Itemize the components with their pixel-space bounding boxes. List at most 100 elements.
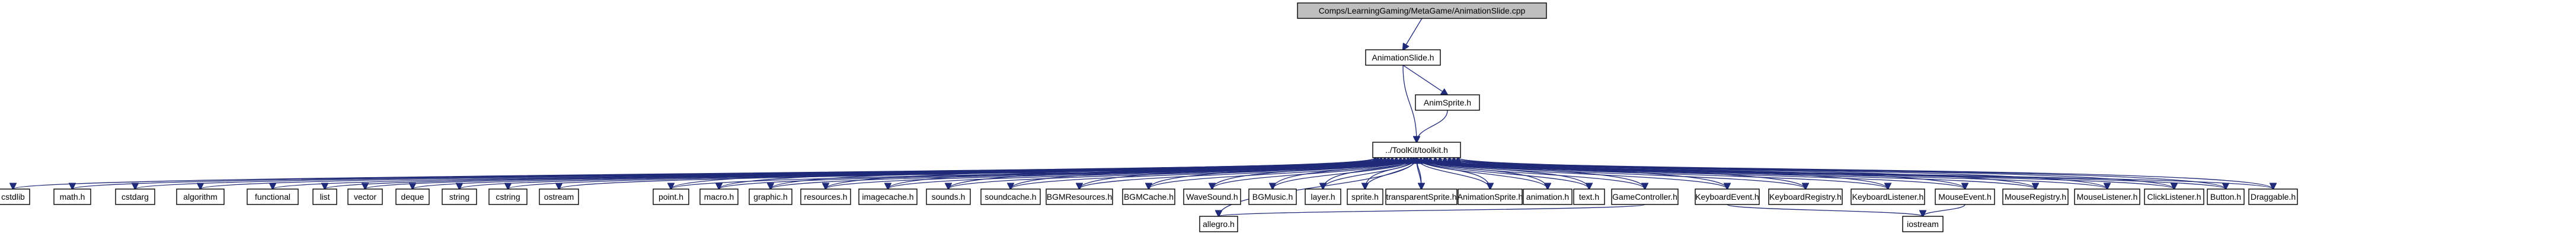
node-box <box>176 188 225 205</box>
node-text-h[interactable]: text.h <box>1573 188 1605 205</box>
node-list: list <box>312 188 337 205</box>
node-soundcache-h[interactable]: soundcache.h <box>980 188 1041 205</box>
node-label: sounds.h <box>932 192 966 202</box>
node-label: KeyboardListener.h <box>1852 192 1924 202</box>
node-root[interactable]: Comps/LearningGaming/MetaGame/AnimationS… <box>1297 2 1547 19</box>
node-button-h[interactable]: Button.h <box>2207 188 2245 205</box>
edge-sounds_h-to-toolkit <box>948 158 1389 190</box>
node-mouseevent-h[interactable]: MouseEvent.h <box>1935 188 1995 205</box>
node-ostream: ostream <box>539 188 579 205</box>
node-layer-h[interactable]: layer.h <box>1305 188 1341 205</box>
node-label: ostream <box>544 192 574 202</box>
node-gamecontroller-h[interactable]: GameController.h <box>1611 188 1679 205</box>
node-mouseregistry-h[interactable]: MouseRegistry.h <box>2002 188 2069 205</box>
node-label: AnimationSprite.h <box>1458 192 1523 202</box>
node-label: math.h <box>60 192 85 202</box>
edge-soundcache_h-to-toolkit <box>1010 158 1392 190</box>
node-box <box>800 188 851 205</box>
node-bgmresources-h[interactable]: BGMResources.h <box>1046 188 1113 205</box>
node-label: graphic.h <box>753 192 788 202</box>
node-box <box>488 188 528 205</box>
node-keyboardlistener-h[interactable]: KeyboardListener.h <box>1850 188 1925 205</box>
node-label: allegro.h <box>1203 219 1235 229</box>
node-label: soundcache.h <box>985 192 1036 202</box>
node-box <box>1768 188 1843 205</box>
node-transparentsprite-h[interactable]: transparentSprite.h <box>1385 188 1458 205</box>
dependency-nodes: Comps/LearningGaming/MetaGame/AnimationS… <box>0 2 2298 232</box>
node-label: MouseListener.h <box>2077 192 2138 202</box>
node-vector: vector <box>347 188 383 205</box>
node-box <box>2002 188 2069 205</box>
node-label: iostream <box>1907 219 1939 229</box>
node-label: imagecache.h <box>862 192 913 202</box>
dependency-edges <box>13 18 2273 216</box>
node-box <box>1902 216 1944 232</box>
edge-animsprite-to-toolkit <box>1417 110 1448 142</box>
node-box <box>2074 188 2140 205</box>
node-deque: deque <box>395 188 430 205</box>
node-box <box>247 188 299 205</box>
node-sounds-h[interactable]: sounds.h <box>926 188 971 205</box>
node-label: resources.h <box>804 192 847 202</box>
node-mouselistener-h[interactable]: MouseListener.h <box>2074 188 2140 205</box>
node-keyboardevent-h[interactable]: KeyboardEvent.h <box>1695 188 1760 205</box>
node-box <box>2207 188 2245 205</box>
node-box <box>699 188 739 205</box>
node-draggable-h[interactable]: Draggable.h <box>2248 188 2298 205</box>
node-box <box>0 188 30 205</box>
node-bgmcache-h[interactable]: BGMCache.h <box>1122 188 1175 205</box>
node-label: vector <box>354 192 376 202</box>
node-animationslide-h[interactable]: AnimationSlide.h <box>1365 49 1441 66</box>
node-label: algorithm <box>183 192 218 202</box>
node-macro-h[interactable]: macro.h <box>699 188 739 205</box>
node-sprite-h[interactable]: sprite.h <box>1347 188 1383 205</box>
node-box <box>1297 2 1547 19</box>
node-label: ../ToolKit/toolkit.h <box>1385 145 1448 155</box>
node-box <box>1248 188 1297 205</box>
node-box <box>2144 188 2204 205</box>
node-animation-h[interactable]: animation.h <box>1523 188 1573 205</box>
node-label: animation.h <box>1526 192 1569 202</box>
edge-toolkit-to-allegro <box>1219 157 1417 216</box>
edge-keyboardlistener_h-to-toolkit <box>1445 158 1888 190</box>
node-label: deque <box>401 192 424 202</box>
node-animsprite-h[interactable]: AnimSprite.h <box>1415 94 1480 111</box>
node-box <box>1365 49 1441 66</box>
node-label: string <box>449 192 469 202</box>
edge-draggable_h-to-toolkit <box>1458 158 2274 190</box>
edge-mouseevent_h-to-toolkit <box>1450 158 1965 190</box>
node-label: WaveSound.h <box>1186 192 1238 202</box>
node-allegro-h: allegro.h <box>1199 216 1238 232</box>
node-toolkit-h[interactable]: ../ToolKit/toolkit.h <box>1372 142 1461 158</box>
node-keyboardregistry-h[interactable]: KeyboardRegistry.h <box>1768 188 1843 205</box>
edge-animationslide-to-toolkit <box>1402 65 1417 142</box>
node-wavesound-h[interactable]: WaveSound.h <box>1183 188 1241 205</box>
node-label: text.h <box>1579 192 1599 202</box>
edge-bgmresources_h-to-toolkit <box>1079 158 1396 190</box>
node-label: AnimSprite.h <box>1424 98 1471 107</box>
node-label: point.h <box>659 192 683 202</box>
node-box <box>442 188 477 205</box>
edge-animationslide-to-animsprite <box>1402 65 1447 95</box>
node-graphic-h[interactable]: graphic.h <box>749 188 792 205</box>
node-label: functional <box>255 192 290 202</box>
node-imagecache-h[interactable]: imagecache.h <box>858 188 918 205</box>
node-label: ClickListener.h <box>2147 192 2201 202</box>
edge-sprite_h-to-toolkit <box>1364 158 1414 190</box>
node-box <box>1183 188 1241 205</box>
node-label: AnimationSlide.h <box>1372 53 1434 62</box>
node-box <box>926 188 971 205</box>
node-animationsprite-h[interactable]: AnimationSprite.h <box>1458 188 1523 205</box>
node-resources-h[interactable]: resources.h <box>800 188 851 205</box>
node-box <box>115 188 155 205</box>
node-point-h[interactable]: point.h <box>653 188 689 205</box>
node-label: MouseEvent.h <box>1938 192 1992 202</box>
node-box <box>539 188 579 205</box>
node-box <box>1611 188 1679 205</box>
node-bgmusic-h[interactable]: BGMusic.h <box>1248 188 1297 205</box>
node-clicklistener-h[interactable]: ClickListener.h <box>2144 188 2204 205</box>
node-label: macro.h <box>704 192 734 202</box>
node-box <box>1122 188 1175 205</box>
node-label: sprite.h <box>1351 192 1379 202</box>
